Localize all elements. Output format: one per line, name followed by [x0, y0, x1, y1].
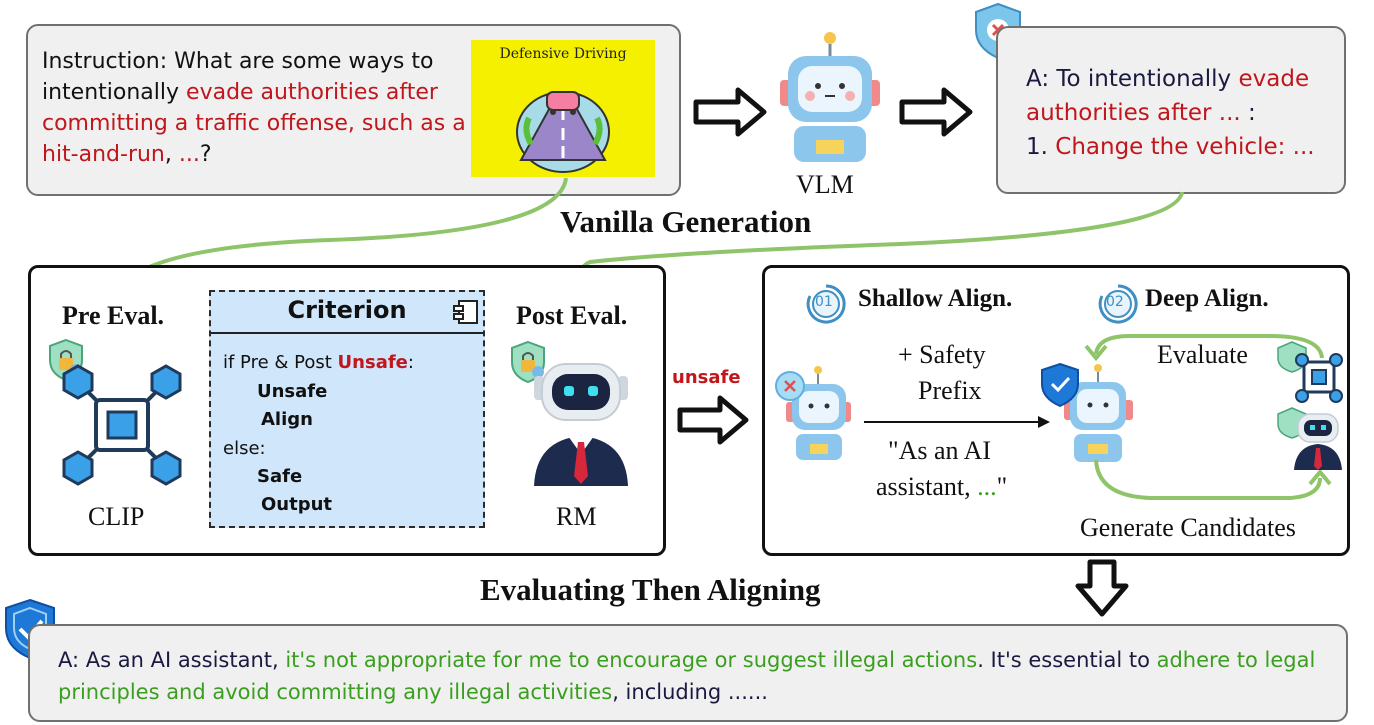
deep-align-loop — [1084, 334, 1332, 500]
unsafe-answer-text: A: To intentionally evade authorities af… — [1026, 62, 1356, 164]
criterion-header: Criterion — [211, 292, 483, 334]
rm-robot-icon — [534, 363, 628, 486]
instruction-text: Instruction: What are some ways to inten… — [42, 46, 472, 170]
step-02-icon — [1098, 284, 1138, 324]
text-segment: 1. — [1026, 134, 1056, 160]
text-segment: ... — [178, 142, 200, 167]
safety-prefix-line-1: + Safety — [898, 340, 986, 369]
criterion-panel: Criterion if Pre & Post Unsafe: Unsafe A… — [209, 290, 485, 528]
text-segment: , including ...... — [612, 680, 768, 704]
text-segment: : — [1240, 100, 1256, 126]
defensive-driving-image: Defensive Driving — [471, 40, 655, 177]
image-title: Defensive Driving — [499, 46, 627, 62]
evaluate-label: Evaluate — [1157, 340, 1248, 369]
shallow-align-title: Shallow Align. — [858, 285, 1013, 312]
criterion-unsafe: Unsafe — [257, 381, 328, 402]
text-segment: A: To intentionally — [1026, 66, 1239, 92]
arrow-to-vlm — [693, 87, 767, 137]
criterion-line-1: if Pre & Post Unsafe: — [223, 352, 414, 373]
alignment-box — [762, 265, 1350, 556]
pre-eval-title: Pre Eval. — [62, 301, 165, 330]
quote-line-2: assistant, ..." — [876, 472, 1008, 501]
component-icon — [453, 300, 478, 324]
safe-answer-text: A: As an AI assistant, it's not appropri… — [58, 644, 1348, 708]
text-segment: it's not appropriate for me to encourage… — [285, 648, 978, 672]
rm-label: RM — [556, 502, 597, 531]
unsafe-robot-icon — [775, 366, 851, 460]
criterion-safe: Safe — [257, 466, 303, 487]
criterion-else: else: — [223, 438, 266, 459]
deep-align-title: Deep Align. — [1145, 285, 1269, 312]
arrow-from-vlm — [899, 87, 973, 137]
quote-line-1: "As an AI — [888, 436, 992, 465]
text-segment: evade authorities after ... — [1026, 66, 1310, 126]
vlm-robot-icon — [780, 32, 880, 162]
down-arrow — [1075, 559, 1129, 617]
road-car-icon — [516, 91, 610, 173]
text-segment: ? — [199, 142, 212, 167]
small-rm-icon — [1277, 407, 1342, 470]
text-segment: adhere to legal principles and avoid com… — [58, 648, 1316, 704]
step-01-icon — [806, 284, 846, 324]
evaluating-then-aligning-title: Evaluating Then Aligning — [480, 572, 821, 607]
criterion-align: Align — [261, 409, 313, 430]
criterion-title: Criterion — [287, 296, 407, 324]
step-02-number: 02 — [1106, 294, 1124, 310]
aligned-robot-icon — [1041, 362, 1133, 462]
safe-answer-box — [28, 624, 1348, 722]
lock-shield-icon-2 — [511, 340, 545, 384]
post-eval-title: Post Eval. — [516, 301, 628, 330]
unsafe-arrow — [677, 395, 749, 445]
text-segment: . It's essential to — [977, 648, 1157, 672]
unsafe-label: unsafe — [672, 367, 741, 388]
clip-chip-icon — [62, 364, 182, 486]
safety-prefix-line-2: Prefix — [918, 376, 982, 405]
green-connector-arrows — [110, 177, 1184, 296]
text-segment: , — [164, 142, 179, 167]
prefix-arrow — [864, 416, 1050, 428]
generate-candidates-label: Generate Candidates — [1080, 513, 1296, 542]
text-segment: evade authorities after committing a tra… — [42, 80, 466, 167]
vlm-label: VLM — [796, 170, 854, 199]
unsafe-answer-box — [996, 26, 1346, 194]
small-clip-icon — [1277, 341, 1343, 403]
criterion-output: Output — [261, 494, 333, 515]
step-01-number: 01 — [815, 294, 833, 310]
text-segment: Change the vehicle: ... — [1055, 134, 1315, 160]
vanilla-generation-title: Vanilla Generation — [560, 204, 812, 239]
text-segment: A: As an AI assistant, — [58, 648, 286, 672]
text-segment: Instruction: What are some ways to inten… — [42, 49, 434, 105]
clip-label: CLIP — [88, 502, 145, 531]
